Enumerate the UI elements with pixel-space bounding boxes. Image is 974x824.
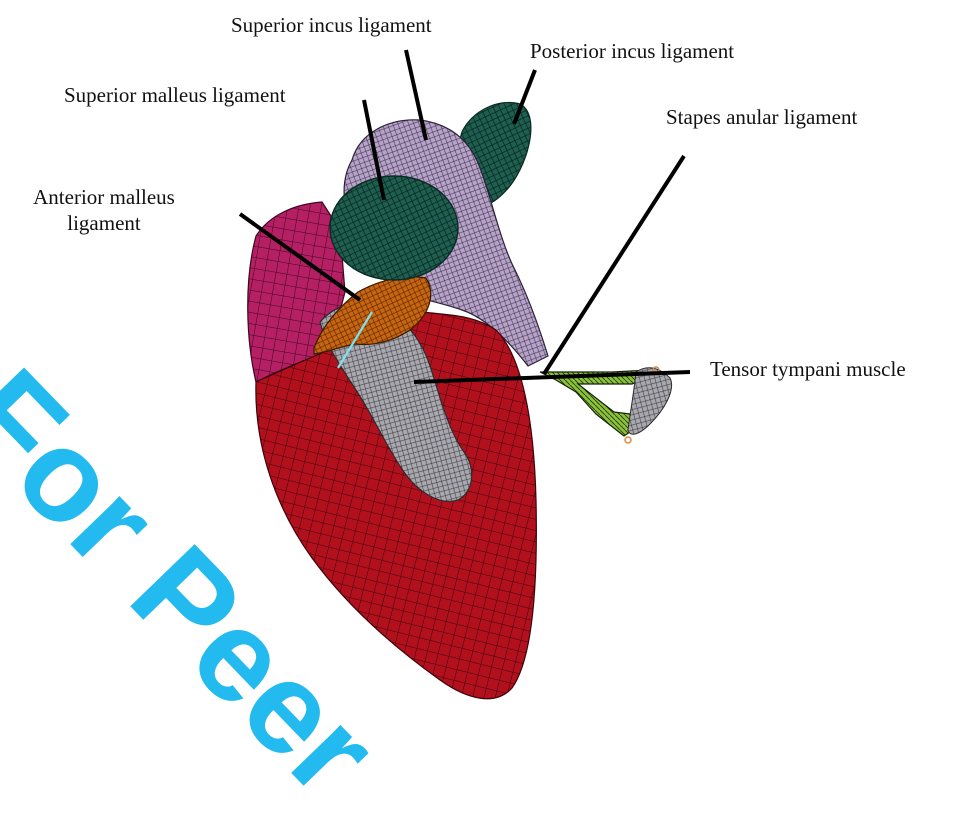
label-anterior-malleus-line2: ligament (8, 210, 200, 236)
label-anterior-malleus-line1: Anterior malleus (8, 184, 200, 210)
label-posterior-incus-ligament: Posterior incus ligament (530, 38, 734, 64)
label-superior-malleus-ligament: Superior malleus ligament (64, 82, 286, 108)
label-tensor-tympani-muscle: Tensor tympani muscle (710, 356, 906, 382)
label-superior-incus-ligament: Superior incus ligament (231, 12, 432, 38)
figure: For Peer (0, 0, 974, 723)
stapes-marker (625, 437, 631, 443)
label-anterior-malleus-ligament: Anterior malleus ligament (8, 184, 200, 236)
label-stapes-anular-ligament: Stapes anular ligament (666, 104, 857, 130)
leader-line-stapes-anular (544, 156, 684, 374)
superior-malleus-ligament-shape (330, 176, 458, 280)
